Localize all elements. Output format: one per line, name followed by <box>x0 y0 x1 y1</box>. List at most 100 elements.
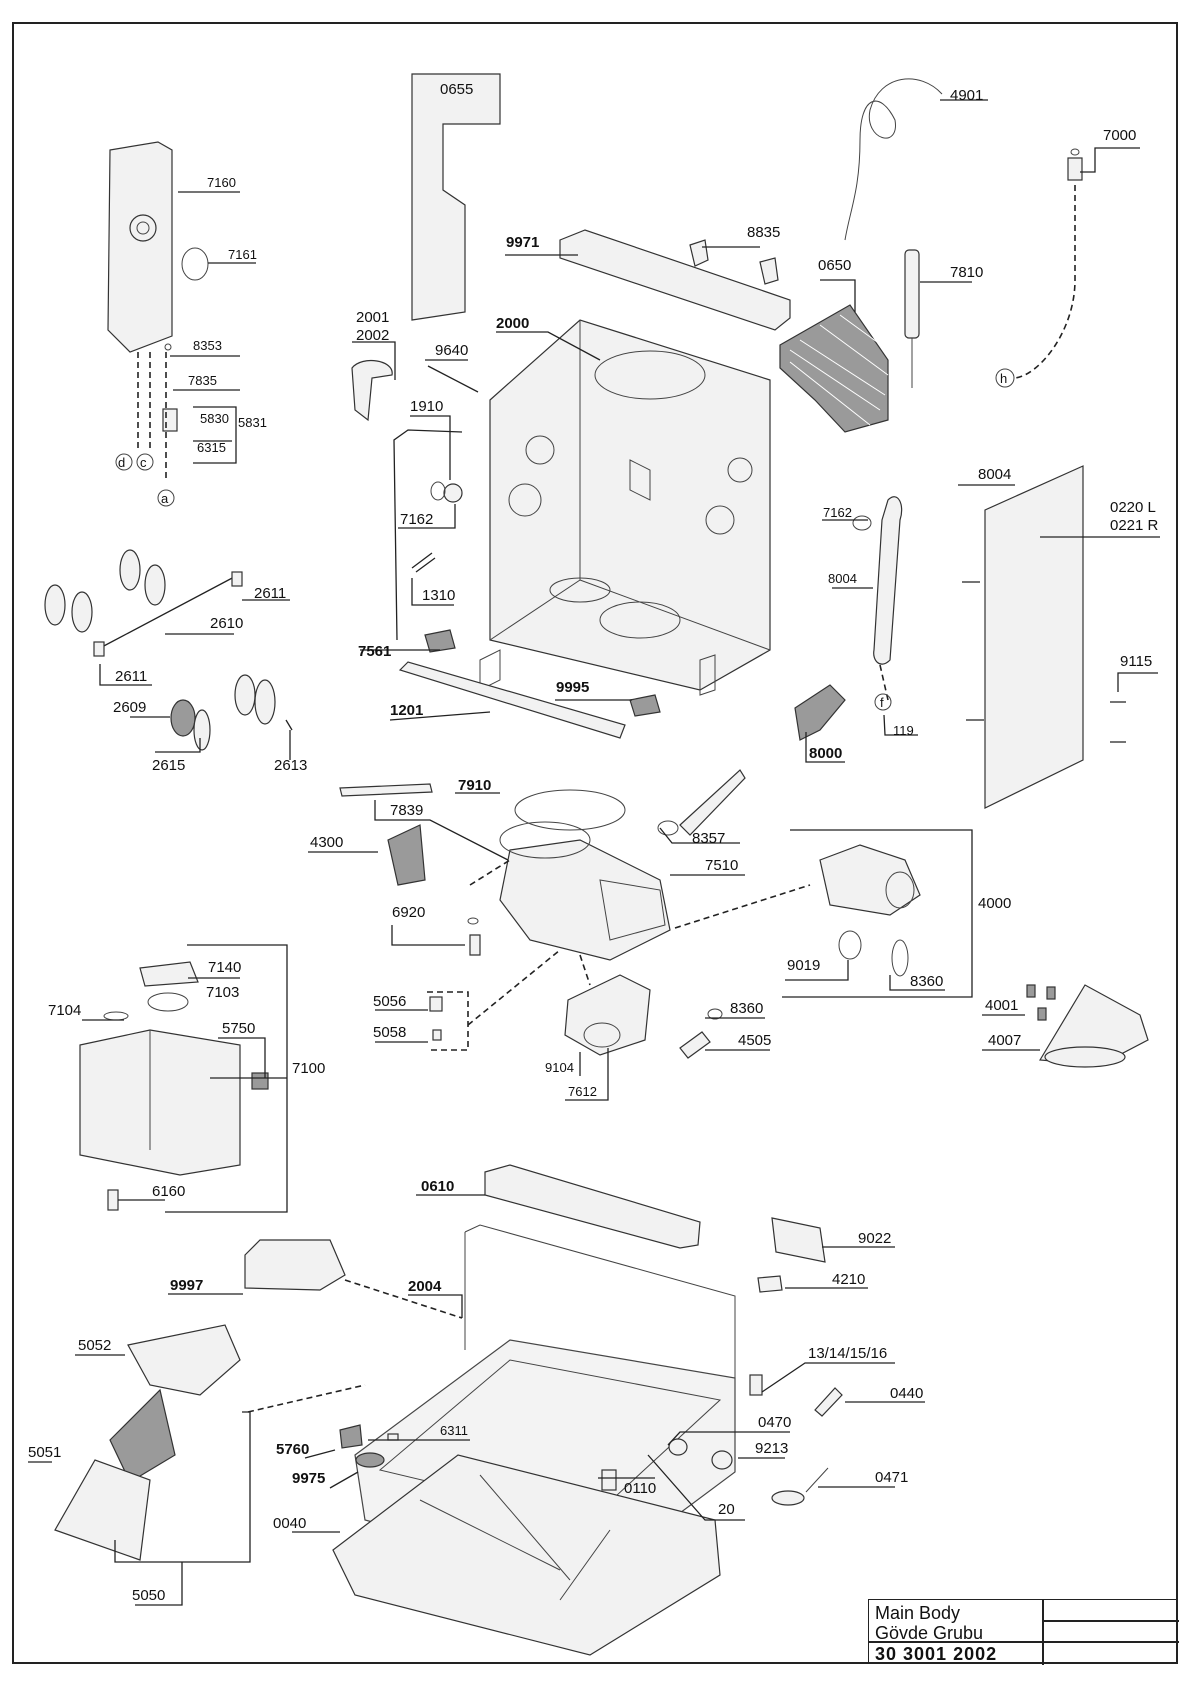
leader-lines <box>28 99 1160 1606</box>
label-4007: 4007 <box>988 1032 1021 1049</box>
label-0471: 0471 <box>875 1469 908 1486</box>
label-9997: 9997 <box>170 1277 203 1294</box>
label-7104: 7104 <box>48 1002 81 1019</box>
seal-9640 <box>427 365 479 393</box>
title-name-tr: Gövde Grubu <box>875 1623 984 1643</box>
label-6315: 6315 <box>197 440 226 455</box>
label-9995: 9995 <box>556 679 589 696</box>
label-7160: 7160 <box>207 175 236 190</box>
cover-9997 <box>244 1239 346 1291</box>
label-7162: 7162 <box>400 511 433 528</box>
label-5052: 5052 <box>78 1337 111 1354</box>
label-8360: 8360 <box>910 973 943 990</box>
ring-7910 <box>514 789 626 831</box>
title-block: Main Body Gövde Grubu 30 3001 2002 <box>868 1599 1179 1665</box>
label-20: 20 <box>718 1501 735 1518</box>
label-5750: 5750 <box>222 1020 255 1037</box>
label-5058: 5058 <box>373 1024 406 1041</box>
label-0440: 0440 <box>890 1385 923 1402</box>
ring-9019 <box>838 930 862 960</box>
label-8360b: 8360 <box>730 1000 763 1017</box>
drain-pump-7612 <box>467 949 651 1056</box>
power-cable-4901 <box>844 78 943 241</box>
label-0040: 0040 <box>273 1515 306 1532</box>
label-4001: 4001 <box>985 997 1018 1014</box>
label-13-14-15-16: 13/14/15/16 <box>808 1345 887 1362</box>
hose-7810 <box>904 249 920 339</box>
label-7000: 7000 <box>1103 127 1136 144</box>
label-5056: 5056 <box>373 993 406 1010</box>
hose-7000 <box>1014 148 1083 379</box>
insulation-panel-0655 <box>411 73 501 321</box>
label-4000: 4000 <box>978 895 1011 912</box>
connector-markers: d c a h f <box>115 368 1015 711</box>
part-6311 <box>387 1433 399 1441</box>
drawing-frame <box>12 22 1178 1664</box>
label-0610: 0610 <box>421 1178 454 1195</box>
spring-0440 <box>814 1387 843 1417</box>
label-2611a: 2611 <box>254 585 286 602</box>
connector-f: f <box>880 695 884 710</box>
label-9975: 9975 <box>292 1470 325 1487</box>
hinge-arm-8004 <box>873 496 903 665</box>
label-9115: 9115 <box>1120 653 1152 670</box>
connector-h: h <box>1000 371 1007 386</box>
label-2004: 2004 <box>408 1278 442 1295</box>
label-0221-r: 0221 R <box>1110 517 1159 534</box>
label-2613: 2613 <box>274 757 307 774</box>
softener-housing-7160 <box>107 141 209 480</box>
filter-4300 <box>387 824 426 886</box>
label-0110: 0110 <box>624 1480 656 1497</box>
base-4007 <box>1026 984 1149 1068</box>
label-7612: 7612 <box>568 1084 597 1099</box>
label-5830: 5830 <box>200 411 229 426</box>
label-5050: 5050 <box>132 1587 165 1604</box>
mesh-insulation-0650 <box>779 304 889 433</box>
label-0650: 0650 <box>818 257 851 274</box>
label-7510: 7510 <box>705 857 738 874</box>
label-6920: 6920 <box>392 904 425 921</box>
label-6311: 6311 <box>440 1423 468 1438</box>
label-2001: 2001 <box>356 309 389 326</box>
latch-7561 <box>424 629 456 653</box>
latch-9995 <box>629 694 661 717</box>
top-bracket-9971 <box>559 229 791 331</box>
label-8000: 8000 <box>809 745 842 762</box>
label-0220-l: 0220 L <box>1110 499 1156 516</box>
label-6160: 6160 <box>152 1183 185 1200</box>
label-8835: 8835 <box>747 224 780 241</box>
connector-d: d <box>118 455 125 470</box>
electronics-5050 <box>54 1324 366 1561</box>
group-box-5056 <box>427 991 469 1051</box>
label-5051: 5051 <box>28 1444 61 1461</box>
hose-8357 <box>679 769 746 836</box>
label-7100: 7100 <box>292 1060 325 1077</box>
part-labels: 0655 4901 7000 7160 7161 8353 7835 5830 … <box>28 81 1159 1604</box>
label-0655: 0655 <box>440 81 473 98</box>
label-2610: 2610 <box>210 615 243 632</box>
label-7839: 7839 <box>390 802 423 819</box>
label-119: 119 <box>893 723 914 738</box>
connector-a: a <box>161 491 169 506</box>
connector-c: c <box>140 455 147 470</box>
label-8004b: 8004 <box>828 571 857 586</box>
tub-2000 <box>479 319 771 696</box>
label-7161: 7161 <box>228 247 257 262</box>
part-1310 <box>411 552 436 573</box>
label-7103: 7103 <box>206 984 239 1001</box>
part-7162 <box>443 483 463 503</box>
label-5831: 5831 <box>238 415 267 430</box>
rail-1201 <box>398 661 626 739</box>
label-1201: 1201 <box>390 702 423 719</box>
label-4210: 4210 <box>832 1271 865 1288</box>
gasket-1910 <box>393 429 463 641</box>
part-8000 <box>794 684 846 741</box>
label-9019: 9019 <box>787 957 820 974</box>
tube-4505 <box>679 1031 711 1059</box>
label-9971: 9971 <box>506 234 539 251</box>
pump-7510 <box>499 821 671 961</box>
part-0471 <box>771 1490 805 1506</box>
label-4505: 4505 <box>738 1032 771 1049</box>
label-9213: 9213 <box>755 1440 788 1457</box>
label-8353: 8353 <box>193 338 222 353</box>
